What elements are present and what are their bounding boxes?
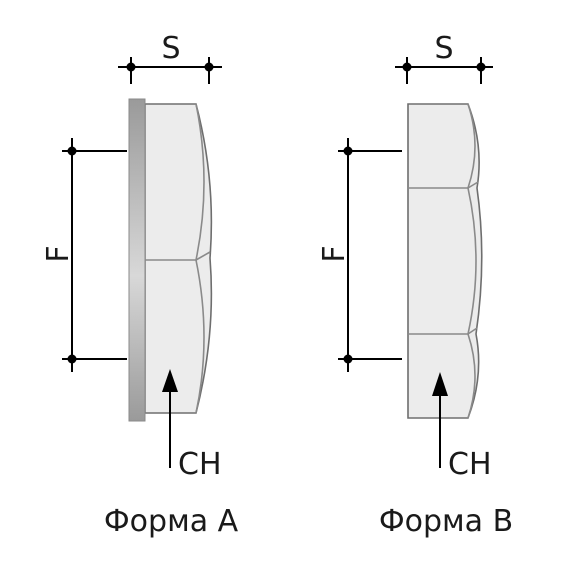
form-b-ch-pointer: CH: [432, 372, 492, 482]
form-b-ch-label: CH: [448, 447, 492, 482]
form-a-flange: [128, 98, 146, 422]
form-a-caption: Форма А: [104, 504, 239, 539]
form-a-ch-pointer: CH: [162, 369, 222, 482]
form-b: S F CH Форма В: [317, 31, 513, 539]
form-b-caption: Форма В: [379, 504, 513, 539]
form-b-s-dimension: S: [395, 31, 493, 84]
form-b-f-dimension: F: [317, 138, 402, 372]
form-a-nut-body: [144, 103, 213, 414]
form-a-s-label: S: [161, 31, 180, 66]
form-b-nut-body: [407, 103, 483, 419]
form-a-ch-label: CH: [178, 447, 222, 482]
form-a-f-label: F: [41, 245, 76, 262]
form-a-f-dimension: F: [41, 138, 127, 372]
form-a: S F CH Форма А: [41, 31, 239, 539]
form-b-s-label: S: [434, 31, 453, 66]
form-b-f-label: F: [317, 245, 352, 262]
form-a-s-dimension: S: [118, 31, 222, 84]
